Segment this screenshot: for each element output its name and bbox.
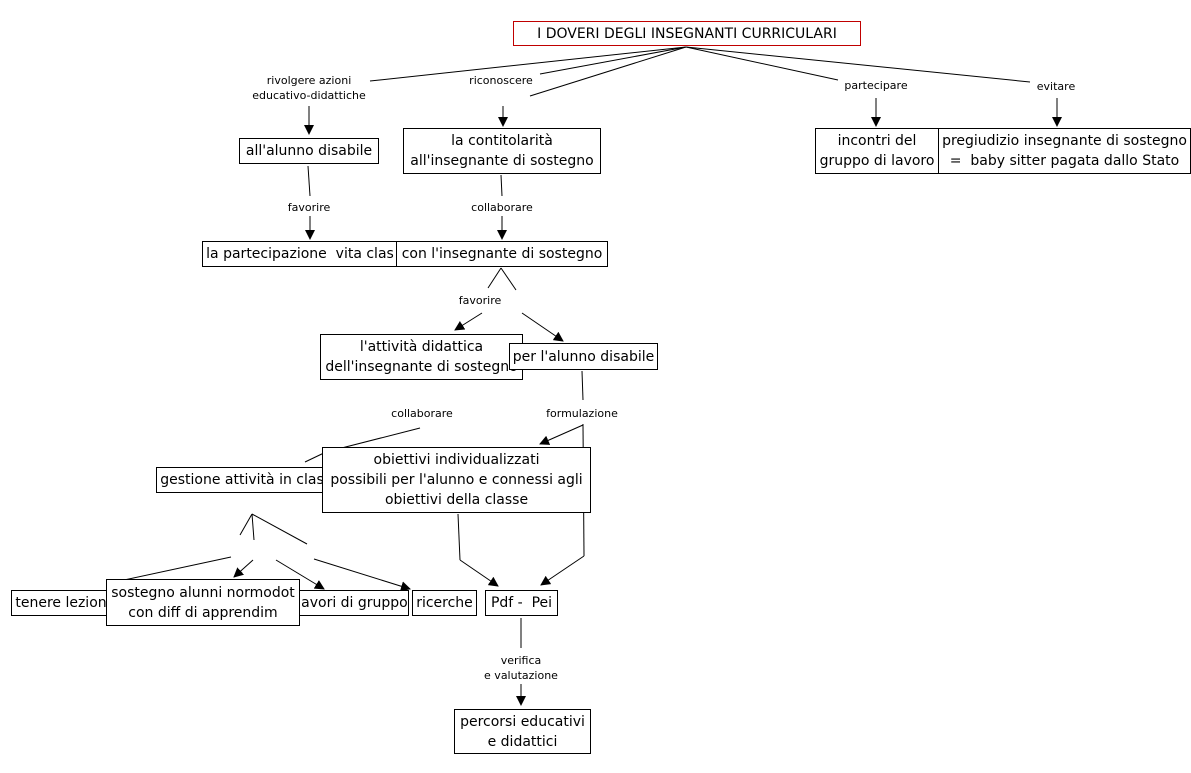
node-per-alunno[interactable]: per l'alunno disabile [509,343,658,370]
label-rivolgere: rivolgere azioni educativo-didattiche [252,73,366,103]
node-gestione-attivita[interactable]: gestione attività in clas [156,467,328,493]
node-sostegno-alunni[interactable]: sostegno alunni normodot con diff di app… [106,579,300,626]
label-collaborare-2: collaborare [391,406,453,421]
node-attivita-didattica[interactable]: l'attività didattica dell'insegnante di … [320,334,523,380]
node-con-insegnante[interactable]: con l'insegnante di sostegno [396,241,608,267]
label-evitare: evitare [1036,79,1076,94]
label-verifica: verifica e valutazione [484,653,558,683]
map-title: I DOVERI DEGLI INSEGNANTI CURRICULARI [513,21,861,46]
label-favorire-2: favorire [458,293,502,308]
node-pregiudizio[interactable]: pregiudizio insegnante di sostegno = bab… [938,128,1191,174]
node-lavori-gruppo[interactable]: lavori di gruppo [296,590,409,616]
label-partecipare: partecipare [844,78,908,93]
node-tenere-lezioni[interactable]: tenere lezion [11,590,111,616]
node-contitolarita[interactable]: la contitolarità all'insegnante di soste… [403,128,601,174]
node-incontri-gruppo[interactable]: incontri del gruppo di lavoro [815,128,939,174]
node-partecipazione[interactable]: la partecipazione vita clas [202,241,398,267]
node-obiettivi[interactable]: obiettivi individualizzati possibili per… [322,447,591,513]
label-riconoscere: riconoscere [469,73,533,88]
node-pdf-pei[interactable]: Pdf - Pei [485,590,558,616]
label-collaborare-1: collaborare [471,200,533,215]
node-ricerche[interactable]: ricerche [412,590,477,616]
node-alunno-disabile[interactable]: all'alunno disabile [239,138,379,164]
label-formulazione: formulazione [546,406,618,421]
label-favorire-1: favorire [287,200,331,215]
node-percorsi[interactable]: percorsi educativi e didattici [454,709,591,754]
